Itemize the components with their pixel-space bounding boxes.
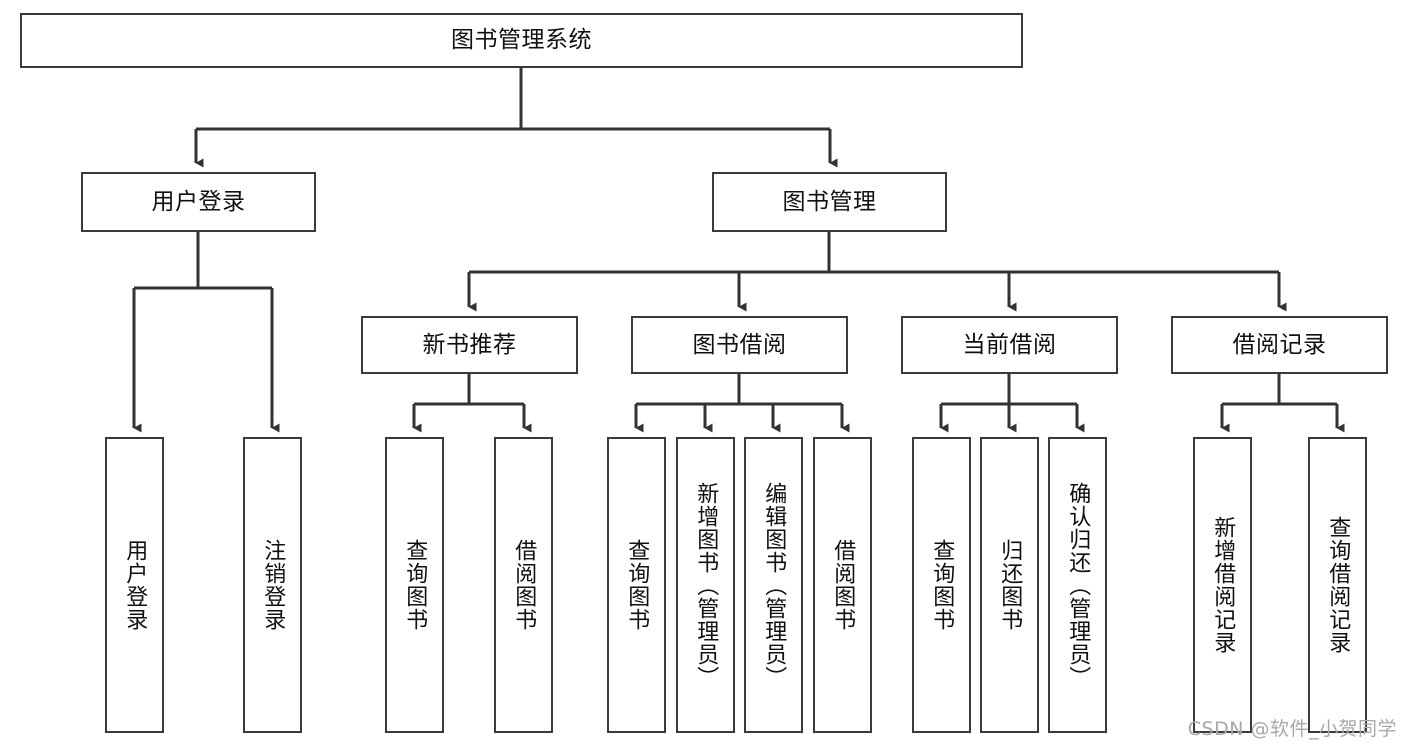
node-leaf-query-record-label: 查询借阅记录 [1325, 516, 1351, 654]
node-new-book-recommend-label: 新书推荐 [422, 331, 517, 358]
node-leaf-edit-book[interactable]: 编辑图书（管理员） [744, 437, 803, 733]
csdn-watermark: CSDN @软件_小贺同学 [1187, 718, 1397, 740]
node-leaf-logout-login-label: 注销登录 [260, 539, 286, 631]
node-user-login-label: 用户登录 [151, 188, 246, 215]
node-leaf-borrow-book-1-label: 借阅图书 [511, 539, 537, 631]
node-leaf-return-book-label: 归还图书 [997, 539, 1023, 631]
node-leaf-borrow-book-1[interactable]: 借阅图书 [494, 437, 553, 733]
node-book-borrow[interactable]: 图书借阅 [631, 316, 848, 374]
node-leaf-borrow-book-2[interactable]: 借阅图书 [813, 437, 872, 733]
node-borrow-record[interactable]: 借阅记录 [1171, 316, 1388, 374]
node-book-manage-label: 图书管理 [782, 188, 877, 215]
node-leaf-query-book-1-label: 查询图书 [402, 539, 428, 631]
node-leaf-edit-book-label: 编辑图书（管理员） [761, 481, 787, 689]
node-leaf-add-record-label: 新增借阅记录 [1210, 516, 1236, 654]
node-current-borrow-label: 当前借阅 [962, 331, 1057, 358]
node-leaf-user-login-label: 用户登录 [122, 539, 148, 631]
node-leaf-query-book-3-label: 查询图书 [929, 539, 955, 631]
node-leaf-query-book-3[interactable]: 查询图书 [912, 437, 971, 733]
node-user-login[interactable]: 用户登录 [81, 172, 316, 232]
node-leaf-query-book-1[interactable]: 查询图书 [385, 437, 444, 733]
node-leaf-borrow-book-2-label: 借阅图书 [830, 539, 856, 631]
node-leaf-add-record[interactable]: 新增借阅记录 [1193, 437, 1252, 733]
node-borrow-record-label: 借阅记录 [1232, 331, 1327, 358]
node-root[interactable]: 图书管理系统 [20, 13, 1023, 68]
node-leaf-logout-login[interactable]: 注销登录 [243, 437, 302, 733]
node-leaf-confirm-return-label: 确认归还（管理员） [1065, 481, 1091, 689]
node-leaf-query-book-2[interactable]: 查询图书 [607, 437, 666, 733]
node-book-borrow-label: 图书借阅 [692, 331, 787, 358]
node-leaf-query-book-2-label: 查询图书 [624, 539, 650, 631]
node-leaf-query-record[interactable]: 查询借阅记录 [1308, 437, 1367, 733]
node-leaf-user-login[interactable]: 用户登录 [105, 437, 164, 733]
node-current-borrow[interactable]: 当前借阅 [901, 316, 1118, 374]
node-new-book-recommend[interactable]: 新书推荐 [361, 316, 578, 374]
node-book-manage[interactable]: 图书管理 [712, 172, 947, 232]
node-leaf-return-book[interactable]: 归还图书 [980, 437, 1039, 733]
node-leaf-confirm-return[interactable]: 确认归还（管理员） [1048, 437, 1107, 733]
node-root-label: 图书管理系统 [451, 27, 592, 54]
node-leaf-add-book[interactable]: 新增图书（管理员） [676, 437, 735, 733]
node-leaf-add-book-label: 新增图书（管理员） [693, 481, 719, 689]
